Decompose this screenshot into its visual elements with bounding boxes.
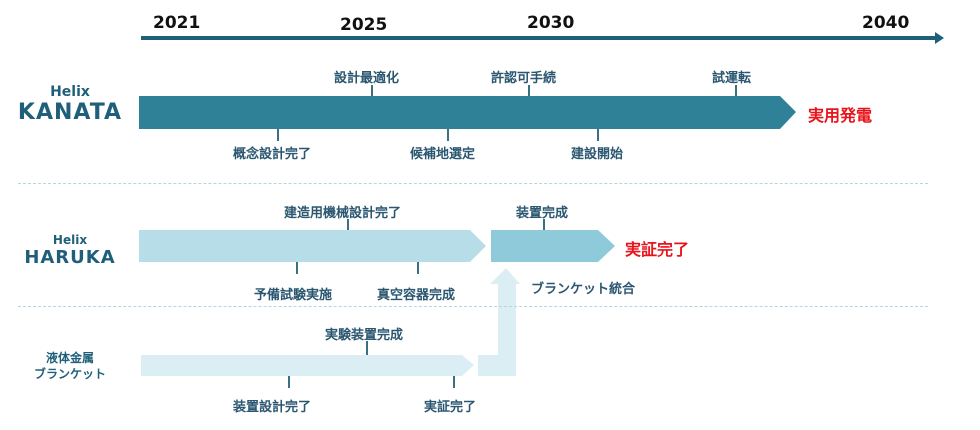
blanket-timeline-arrow — [141, 355, 474, 376]
milestone-tick — [417, 262, 419, 274]
milestone-tick — [288, 376, 290, 388]
milestone-label: 概念設計完了 — [233, 147, 312, 162]
blanket-row-label: 液体金属 ブランケット — [10, 350, 130, 382]
haruka-phase2-arrow — [491, 230, 615, 262]
milestone-tick — [447, 129, 449, 141]
milestone-label: 真空容器完成 — [377, 288, 456, 303]
kanata-row-label: Helix KANATA — [10, 84, 130, 125]
timeline-axis-line — [141, 36, 937, 40]
milestone-tick — [366, 341, 368, 355]
haruka-row-label: Helix HARUKA — [10, 233, 130, 268]
timeline-axis-arrowhead — [935, 32, 944, 44]
haruka-name-prefix: Helix — [52, 233, 88, 247]
milestone-label: 建設開始 — [571, 147, 624, 162]
blanket-name-line2: ブランケット — [33, 367, 106, 381]
milestone-label: 設計最適化 — [334, 71, 400, 86]
milestone-label: 許認可手続 — [491, 71, 557, 86]
timeline-axis — [141, 32, 944, 44]
milestone-label: 試運転 — [712, 71, 752, 86]
milestone-tick — [371, 85, 373, 96]
milestone-label: 実証完了 — [424, 400, 477, 415]
milestone-label: 候補地選定 — [410, 147, 476, 162]
milestone-label: 予備試験実施 — [254, 288, 333, 303]
milestone-tick — [277, 129, 279, 141]
milestone-tick — [296, 262, 298, 274]
milestone-tick — [453, 376, 455, 388]
kanata-name-prefix: Helix — [50, 84, 90, 100]
milestone-label: 装置完成 — [516, 206, 569, 221]
kanata-timeline-arrow — [139, 96, 796, 129]
milestone-label: 装置設計完了 — [233, 400, 312, 415]
row-separator — [18, 183, 928, 184]
milestone-tick — [597, 129, 599, 141]
blanket-merge-connector — [478, 268, 520, 376]
haruka-goal-label: 実証完了 — [625, 240, 690, 259]
milestone-tick — [528, 85, 530, 96]
year-label-2025: 2025 — [340, 15, 388, 35]
haruka-name: HARUKA — [24, 247, 116, 268]
kanata-name: KANATA — [17, 100, 123, 125]
milestone-label: 建造用機械設計完了 — [284, 206, 402, 221]
year-label-2030: 2030 — [527, 13, 575, 33]
year-label-2021: 2021 — [153, 13, 201, 33]
milestone-tick — [347, 219, 349, 230]
year-label-2040: 2040 — [862, 13, 910, 33]
haruka-phase1-arrow — [139, 230, 486, 262]
milestone-label: 実験装置完成 — [325, 328, 404, 343]
blanket-name-line1: 液体金属 — [45, 351, 94, 365]
milestone-label: ブランケット統合 — [531, 282, 636, 297]
kanata-goal-label: 実用発電 — [808, 106, 873, 125]
milestone-tick — [735, 85, 737, 96]
milestone-tick — [543, 219, 545, 230]
row-separator — [18, 306, 928, 307]
